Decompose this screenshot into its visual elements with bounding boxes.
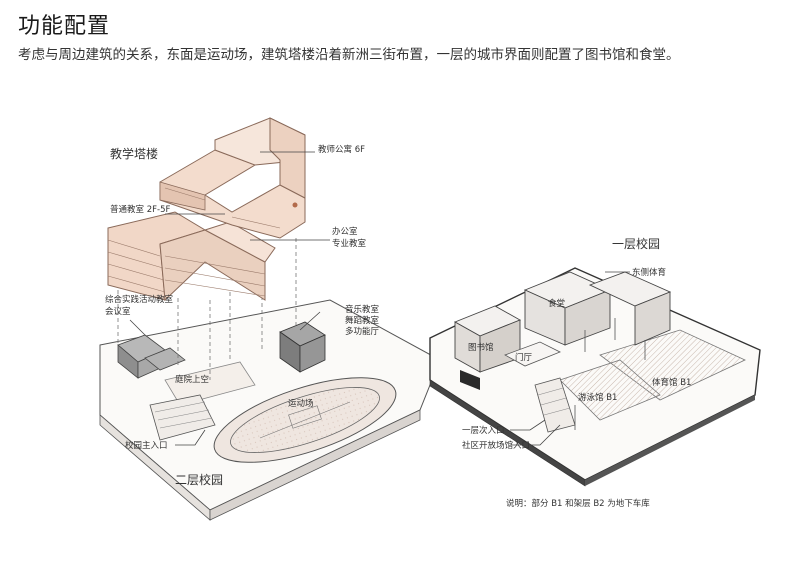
hall-area	[504, 341, 561, 367]
natatorium-b1-area	[559, 359, 661, 421]
label-comprehensive: 综合实践活动教室 会议室	[105, 294, 176, 317]
label-natatorium-b1: 游泳馆 B1	[578, 392, 617, 403]
label-teacher-apartment: 教师公寓 6F	[318, 144, 365, 155]
label-music-dance: 音乐教室 舞蹈教室 多功能厅	[345, 304, 382, 337]
left-axonometric: 教学塔楼 教师公寓 6F 普通教室 2F-5F 办公室 专业教室 综合实践活动教…	[99, 117, 441, 521]
first-floor-heading: 一层校园	[612, 236, 660, 251]
label-special-classroom: 专业教室	[332, 238, 367, 249]
second-floor-caption: 二层校园	[175, 472, 223, 487]
label-comprehensive-1: 综合实践活动教室	[105, 294, 174, 305]
label-canteen: 食堂	[548, 298, 565, 309]
right-leader-lines	[510, 271, 630, 446]
east-gym-block	[588, 271, 672, 346]
label-regular-classroom: 普通教室 2F-5F	[110, 204, 170, 215]
canteen-block	[523, 271, 612, 346]
label-secondary-entrance: 一层次入口	[462, 425, 505, 436]
label-east-gym: 东侧体育	[632, 267, 666, 278]
label-music: 音乐教室	[345, 304, 380, 315]
projection-lines	[117, 238, 297, 380]
page-subtitle: 考虑与周边建筑的关系，东面是运动场，建筑塔楼沿着新洲三街布置，一层的城市界面则配…	[18, 47, 680, 63]
library-block	[453, 305, 522, 390]
basement-note: 说明：部分 B1 和架层 B2 为地下车库	[506, 498, 650, 509]
tower-heading: 教学塔楼	[110, 146, 158, 161]
label-office: 办公室	[332, 226, 358, 237]
sports-track	[213, 377, 397, 463]
label-gym-b1: 体育馆 B1	[652, 377, 691, 388]
entrance-stair	[534, 377, 576, 433]
music-block	[279, 321, 326, 373]
label-hall: 门厅	[515, 352, 533, 363]
right-axonometric: 一层校园 东侧体育 食堂 图书馆 门厅 体育馆 B1 游泳馆 B1 一层次入口 …	[429, 236, 761, 509]
label-library: 图书馆	[468, 342, 494, 353]
label-sports-field: 运动场	[288, 398, 314, 409]
label-community-entrance: 社区开放场馆入口	[462, 440, 530, 451]
label-dance: 舞蹈教室	[345, 315, 380, 326]
label-courtyard: 庭院上空	[175, 374, 209, 385]
teaching-tower	[107, 117, 306, 302]
label-multipurpose: 多功能厅	[345, 326, 380, 337]
left-leader-lines	[129, 151, 330, 446]
label-comprehensive-2: 会议室	[105, 306, 131, 317]
page-title: 功能配置	[18, 14, 111, 39]
label-office-special: 办公室 专业教室	[332, 226, 367, 249]
second-floor-campus	[99, 299, 441, 521]
label-main-entrance: 校园主入口	[125, 440, 168, 451]
comprehensive-block	[117, 334, 186, 379]
